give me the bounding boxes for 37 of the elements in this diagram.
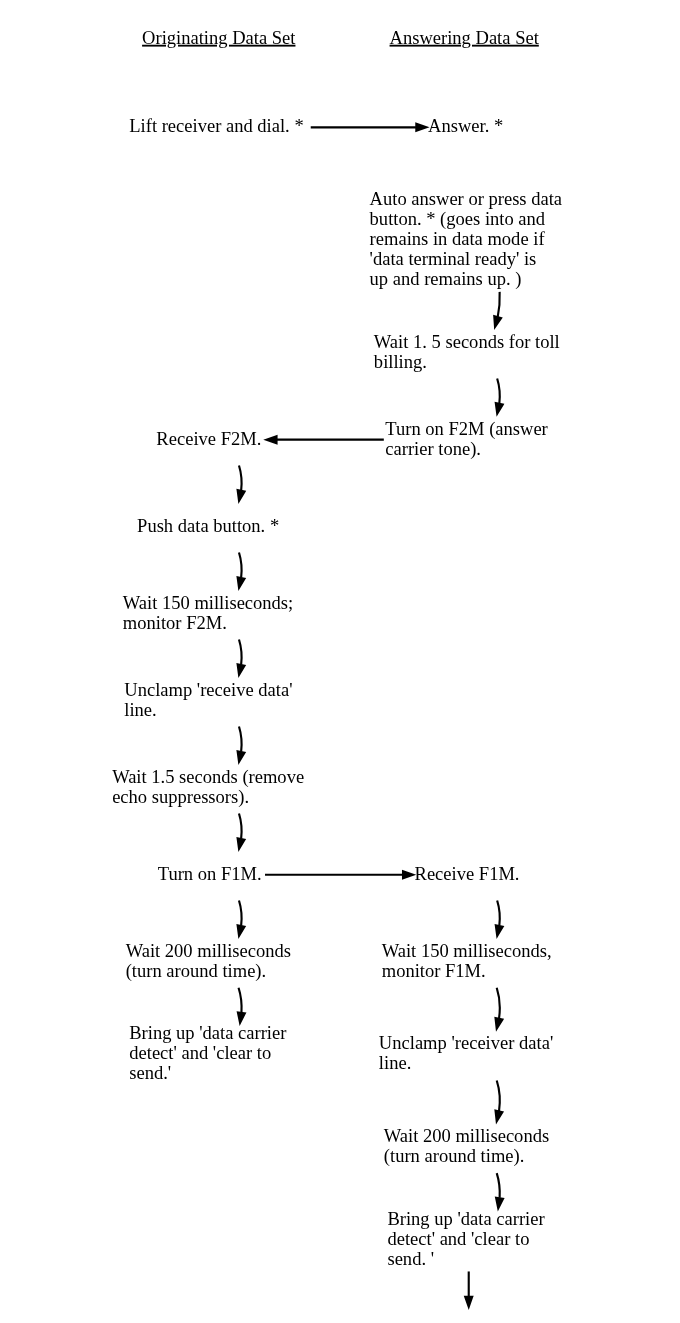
node-text: Receive F1M.	[414, 862, 520, 884]
arrow	[494, 987, 505, 1032]
node-text: Bring up 'data carrier detect' and 'clear to send. '	[387, 1207, 545, 1269]
arrow	[236, 813, 247, 852]
node-text: Wait 1.5 seconds (remove echo suppressors).	[112, 765, 305, 807]
arrow	[236, 639, 247, 678]
label: Answering Data Set	[389, 26, 539, 48]
arrow	[236, 726, 247, 765]
node-text: Auto answer or press data button. * (goes into and remains in data mode if 'data terminal ready' is up and remains up. )	[369, 187, 563, 289]
node-text: Wait 1. 5 seconds for toll billing.	[373, 330, 560, 372]
arrow	[463, 1271, 474, 1310]
node-text: Wait 200 milliseconds (turn around time).	[125, 939, 291, 981]
label: Originating Data Set	[142, 26, 296, 48]
node-text: Turn on F2M (answer carrier tone).	[385, 417, 548, 459]
arrow	[265, 869, 417, 880]
arrow	[236, 465, 247, 504]
node-text: Receive F2M.	[156, 427, 262, 449]
arrow	[494, 900, 505, 939]
node-text: Wait 150 milliseconds; monitor F2M.	[122, 591, 294, 633]
arrow	[494, 1080, 505, 1125]
node-text: Push data button. *	[137, 514, 280, 536]
arrow	[494, 1172, 505, 1212]
arrow	[310, 122, 430, 133]
arrow	[263, 434, 384, 445]
arrow	[236, 552, 247, 591]
arrow	[236, 900, 247, 939]
node-text: Unclamp 'receive data' line.	[124, 678, 293, 720]
node-text: Bring up 'data carrier detect' and 'clear to send.'	[129, 1022, 287, 1084]
node-text: Turn on F1M.	[157, 862, 262, 884]
node-text: Wait 200 milliseconds (turn around time).	[383, 1125, 550, 1167]
arrow	[236, 987, 247, 1026]
arrow	[494, 378, 505, 417]
node-text: Answer. *	[428, 115, 504, 137]
node-text: Unclamp 'receiver data' line.	[378, 1032, 554, 1074]
node-text: Lift receiver and dial. *	[129, 115, 304, 137]
arrow	[493, 291, 503, 330]
node-text: Wait 150 milliseconds, monitor F1M.	[381, 939, 552, 981]
